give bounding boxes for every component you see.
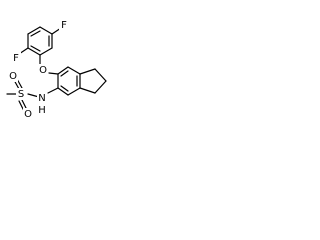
atom-label-h-amide: H xyxy=(38,105,46,116)
bond-ring1-inner-a xyxy=(30,30,41,37)
atom-label-s-sulfonyl: S xyxy=(18,89,24,100)
bond-ring2-inner-c xyxy=(60,85,69,92)
bond-o-ring2 xyxy=(48,72,59,75)
bond-ring1-inner-c xyxy=(30,45,41,52)
difluorophenyl-ring xyxy=(18,26,62,65)
bond-ring2-d xyxy=(67,87,81,96)
bond-cyclopentane-d xyxy=(79,87,96,94)
atom-label-n-amide: N xyxy=(38,93,45,104)
atom-label-o-sulfonyl-top: O xyxy=(9,71,17,82)
label-bg-f-left xyxy=(11,52,21,64)
atom-label-f-top: F xyxy=(61,20,67,31)
label-bg-o-sulfonyl-top xyxy=(8,70,18,82)
label-bg-n-amide xyxy=(37,92,47,104)
atom-label-o-sulfonyl-bottom: O xyxy=(24,109,32,120)
bond-ring2-b xyxy=(67,66,81,75)
bond-ring2-a xyxy=(57,66,69,75)
chemical-structure-diagram: F F O O S O N H xyxy=(0,0,123,142)
bond-ring2-inner-a xyxy=(60,70,69,77)
atom-label-o-ether: O xyxy=(39,65,47,76)
label-bg-h-amide xyxy=(37,104,47,116)
atom-labels: F F O O S O N H xyxy=(8,19,69,120)
bond-ring1-d xyxy=(39,47,53,56)
bond-ring2-e xyxy=(57,87,69,96)
label-bg-o-sulfonyl-bottom xyxy=(23,108,33,120)
bond-cyclopentane-a xyxy=(79,68,96,75)
label-bg-s-sulfonyl xyxy=(16,88,26,100)
indane-ring-system xyxy=(47,66,107,96)
bond-ring1-b xyxy=(39,26,53,35)
atom-label-f-left: F xyxy=(13,53,19,64)
molecule-svg: F F O O S O N H xyxy=(6,19,107,120)
bond-cyclopentane-c xyxy=(94,80,107,94)
label-bg-o-ether xyxy=(38,64,48,76)
bond-cyclopentane-b xyxy=(94,68,107,82)
bond-ring1-e xyxy=(27,47,41,56)
bond-ring1-a xyxy=(27,26,41,35)
bond-ring2-n xyxy=(47,87,59,94)
label-bg-f-top xyxy=(59,19,69,31)
